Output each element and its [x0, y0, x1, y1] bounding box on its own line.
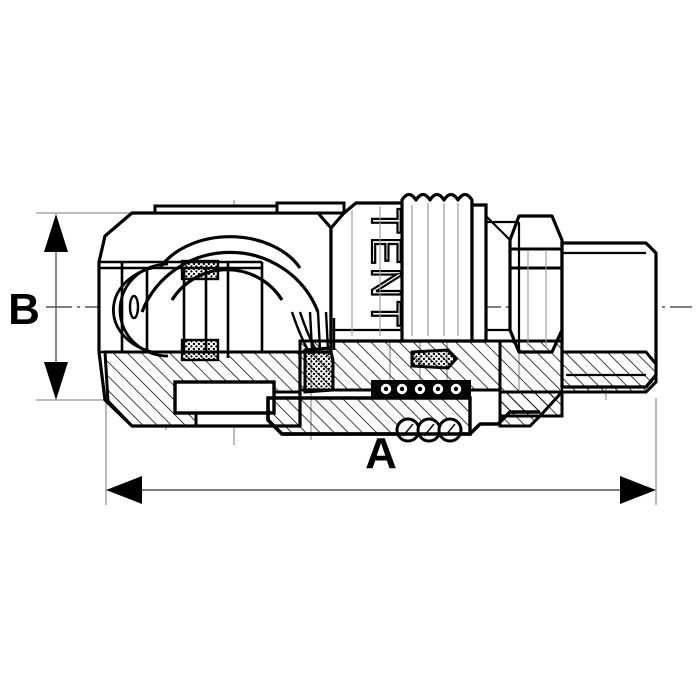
knurled-collar [400, 192, 474, 343]
part-marking-group: TENT [362, 207, 411, 331]
hatch-region-right-2 [560, 350, 658, 389]
knurled-collar-lines [411, 203, 459, 336]
o-ring-right-seal [410, 348, 459, 370]
socket-port-oval [128, 294, 140, 320]
dimension-b-arrow-top [44, 214, 68, 252]
seal-leader-lines [290, 311, 336, 353]
detent-dot-1 [383, 386, 389, 392]
o-ring-upper-left [180, 259, 220, 281]
collar-end-ring-shape [470, 203, 488, 343]
detent-dot-3 [417, 386, 423, 392]
ball-detent-row [371, 380, 471, 398]
right-hatch-block-shape [498, 390, 564, 428]
dome-profile-arcs [140, 235, 320, 313]
lower-left-recess [173, 380, 276, 415]
right-lower-hatch-block [498, 390, 564, 428]
leader-curve-1 [290, 311, 311, 353]
leader-straight-2 [316, 311, 322, 351]
collar-plate-shape [153, 204, 279, 215]
internal-detail-lines [298, 215, 564, 392]
dimension-a-arrow-left [106, 476, 142, 504]
o-ring-seals [180, 259, 459, 394]
dimension-b-arrow-bottom [44, 362, 68, 400]
part-marking-text: TENT [363, 208, 410, 330]
dimension-b-label: B [8, 285, 40, 334]
recess-rect [173, 380, 276, 415]
hex-nut [508, 214, 564, 354]
leader-curve-2 [298, 311, 318, 351]
dimension-a: A [106, 429, 656, 504]
dome-arc-mid [158, 235, 302, 269]
detent-dot-5 [453, 386, 459, 392]
detent-dot-2 [399, 386, 405, 392]
knurl-collar-shape [400, 192, 474, 343]
dome-arc-outer [140, 250, 320, 313]
collar-plate-right [275, 201, 346, 215]
hex-nut-outline [508, 214, 564, 354]
dimension-a-arrow-right [620, 476, 656, 504]
sleeve-thin-lines [351, 206, 547, 346]
leader-straight-1 [308, 311, 314, 351]
dome-arc-inner [170, 268, 284, 301]
o-ring-lower-left [180, 338, 220, 362]
dimension-a-label: A [365, 429, 397, 478]
dimension-b: B [8, 214, 68, 400]
detail-line-5 [485, 215, 511, 241]
top-collar-plate [153, 201, 346, 215]
detent-dot-4 [435, 386, 441, 392]
o-ring-center-seal [303, 346, 335, 394]
collar-end-ring [470, 203, 488, 343]
port-oval-shape [128, 294, 140, 320]
detent-ball-centers [383, 386, 459, 392]
leader-straight-3 [324, 311, 330, 351]
